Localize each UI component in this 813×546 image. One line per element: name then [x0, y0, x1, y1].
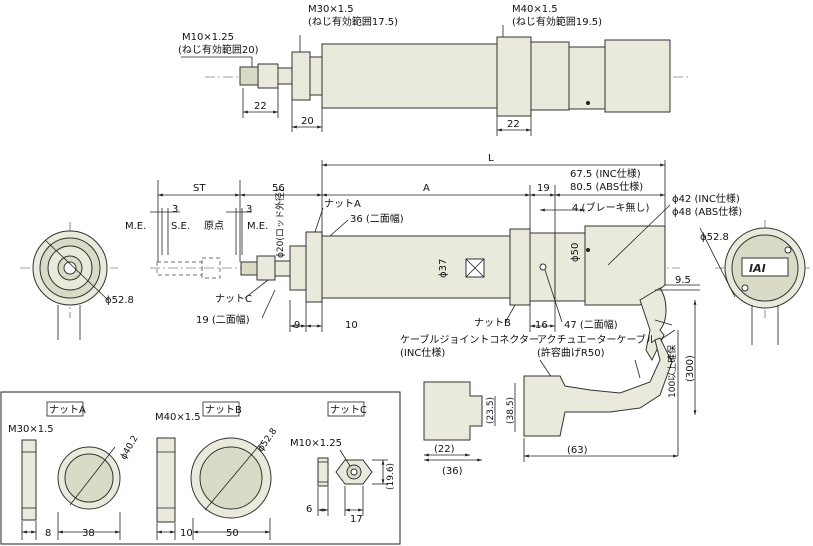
motor-housing-top	[604, 39, 671, 113]
min-100-label: 100以上確保	[666, 345, 678, 398]
nut-c-mid	[256, 255, 276, 281]
dim-ST: ST	[193, 183, 206, 194]
origin-label: 原点	[204, 220, 224, 232]
me-right: M.E.	[247, 221, 268, 232]
width-47: 47 (二面幅)	[564, 318, 618, 331]
se-label: S.E.	[171, 221, 190, 232]
m10-label: M10×1.25	[182, 32, 234, 43]
nut-a-badge	[46, 401, 84, 417]
nut-a-callout: ナットA	[324, 198, 361, 210]
dim-22-cable: (22)	[434, 444, 455, 455]
connector-right	[523, 337, 673, 437]
nut-c-dim-19-6: (19.6)	[386, 463, 396, 490]
dim-L: L	[488, 153, 494, 164]
nut-b-title: ナットB	[205, 404, 242, 416]
m30-label: M30×1.5	[308, 4, 354, 15]
nut-c-badge	[327, 401, 365, 417]
nut-detail-panel: ナットA ナットB ナットC 8 M30×1.5 ϕ40.2 38 10 M40…	[0, 391, 401, 545]
connector-left	[423, 381, 483, 441]
dim-63-cable: (63)	[567, 445, 588, 456]
dim-3a: 3	[172, 204, 178, 215]
dim-22b: 22	[507, 119, 520, 130]
dim-36-cable: (36)	[442, 466, 463, 477]
dim-22a: 22	[254, 101, 267, 112]
rod-od-label: ϕ20(ロッド外径)	[274, 189, 286, 258]
middle-view: ϕ52.8 L ST 56 A	[20, 153, 810, 362]
dim-3b: 3	[246, 204, 252, 215]
nut-c-top	[257, 63, 279, 89]
nut-b-mid	[509, 228, 531, 306]
actuator-cable-label-2: (許容曲げR50)	[537, 346, 605, 359]
nut-b-thread: M40×1.5	[155, 412, 201, 423]
m40-label: M40×1.5	[512, 4, 558, 15]
nut-a-thread: M30×1.5	[8, 424, 54, 435]
rod-end	[239, 66, 259, 86]
dim-300: (300)	[685, 355, 696, 382]
nut-c-title: ナットC	[330, 404, 367, 416]
nut-a-dim-38: 38	[82, 528, 95, 539]
m10-note: (ねじ有効範囲20)	[178, 43, 259, 56]
abs-80-5: 80.5 (ABS仕様)	[570, 180, 643, 193]
dim-20: 20	[301, 116, 314, 127]
nut-b-dim-50: 50	[226, 528, 239, 539]
right-end-view: IAI ϕ52.8	[699, 220, 810, 345]
actuator-cable-label-1: アクチュエーターケーブル	[537, 333, 656, 346]
nut-b-dim-10: 10	[180, 528, 193, 539]
phi52-8-left: ϕ52.8	[105, 295, 134, 306]
phi50-label: ϕ50	[570, 243, 581, 262]
m30-note: (ねじ有効範囲17.5)	[308, 15, 398, 28]
width-36: 36 (二面幅)	[350, 212, 404, 225]
nut-c-callout: ナットC	[215, 293, 252, 305]
dim-9: 9	[294, 320, 300, 331]
dim-23-5: (23.5)	[486, 397, 496, 424]
left-end-view: ϕ52.8	[20, 222, 134, 340]
dim-56: 56	[272, 183, 285, 194]
nut-b-callout: ナットB	[474, 317, 511, 329]
connector-label-1: ケーブルジョイントコネクター	[400, 333, 539, 346]
brake-4: 4 (ブレーキ無し)	[572, 201, 649, 214]
nut-a-phi: ϕ40.2	[119, 434, 141, 462]
phi52-8-right: ϕ52.8	[700, 232, 729, 243]
me-left: M.E.	[125, 221, 146, 232]
dim-16: 16	[535, 320, 548, 331]
nut-b-badge	[202, 401, 240, 417]
dim-9-5: 9.5	[675, 275, 691, 286]
svg-text:IAI: IAI	[749, 262, 766, 275]
phi48-label: ϕ48 (ABS仕様)	[672, 205, 742, 218]
phi42-label: ϕ42 (INC仕様)	[672, 192, 740, 205]
nut-c-dim-17: 17	[350, 514, 363, 525]
nut-c-dim-6: 6	[306, 504, 312, 515]
nut-b-top	[496, 36, 532, 117]
phi37-label: ϕ37	[438, 259, 449, 278]
cylinder-body-top	[321, 43, 498, 109]
nut-c-thread: M10×1.25	[290, 438, 342, 449]
top-view: M10×1.25 (ねじ有効範囲20) M30×1.5 (ねじ有効範囲17.5)…	[178, 4, 690, 136]
dim-38-5: (38.5)	[506, 397, 516, 424]
nut-a-title: ナットA	[49, 404, 86, 416]
dim-A: A	[423, 183, 430, 194]
connector-label-2: (INC仕様)	[400, 346, 445, 359]
cable-detail: ケーブルジョイントコネクター (INC仕様) アクチュエーターケーブル (許容曲…	[400, 300, 697, 477]
width-19: 19 (二面幅)	[196, 313, 250, 326]
nut-a-mid	[305, 231, 323, 303]
nut-a-dim-8: 8	[45, 528, 51, 539]
dim-10: 10	[345, 320, 358, 331]
nut-a-top	[291, 51, 311, 101]
nut-b-phi: ϕ52.8	[256, 426, 279, 453]
m40-note: (ねじ有効範囲19.5)	[512, 15, 602, 28]
dim-19: 19	[537, 183, 550, 194]
inc-67-5: 67.5 (INC仕様)	[570, 167, 641, 180]
rod-end-mid	[240, 261, 258, 276]
